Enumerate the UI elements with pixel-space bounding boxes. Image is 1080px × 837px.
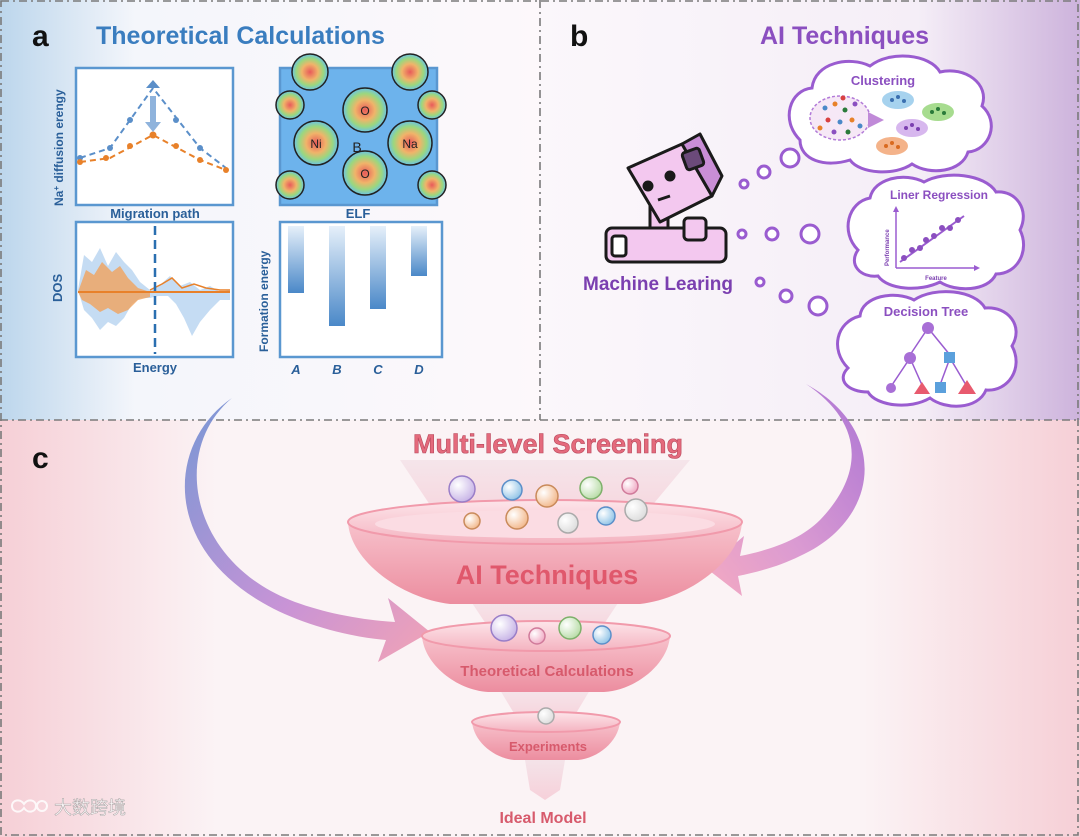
panel-a-letter: a [32, 20, 49, 53]
plot-dos: Energy DOS [50, 220, 235, 375]
machine-learning-label: Machine Learing [583, 274, 733, 295]
atom-b: B [352, 139, 361, 155]
cloud-linear-regression: Liner Regression Performance Feature [846, 173, 1026, 291]
cloud-decision-tree: Decision Tree [836, 290, 1018, 408]
thought-bubbles [736, 147, 829, 317]
atom-o-top: O [360, 104, 369, 118]
category-d: D [414, 362, 424, 377]
axis-feature: Feature [925, 276, 947, 282]
bar-b [329, 226, 345, 326]
atom-o-bottom: O [360, 167, 369, 181]
plot-formation-energy: A B C D Formation energy [257, 220, 444, 377]
funnel-output-beam [525, 760, 565, 800]
bar-a [288, 226, 304, 293]
funnel-lower-beam [500, 690, 590, 715]
atom-ni: Ni [310, 137, 321, 151]
cloud-clustering: Clustering [787, 54, 993, 174]
plot3-ylabel: DOS [50, 274, 65, 303]
decision-tree-label: Decision Tree [884, 304, 969, 319]
ideal-model-label: Ideal Model [499, 810, 586, 827]
plot-elf: Ni O B Na O ELF [275, 53, 447, 221]
robot-icon [604, 132, 728, 264]
bar-d [411, 226, 427, 276]
funnel-label-experiments: Experiments [509, 739, 587, 754]
clustering-label: Clustering [851, 73, 915, 88]
plot2-xlabel: ELF [346, 206, 371, 221]
watermark-text: 大数跨境 [54, 798, 126, 818]
plot1-xlabel: Migration path [110, 206, 200, 221]
plot1-ylabel: Na+ diffusion erengy [52, 89, 67, 206]
right-curved-arrow [706, 384, 865, 596]
candidate-spheres [448, 475, 648, 725]
category-c: C [373, 362, 383, 377]
funnel-label-ai: AI Techniques [456, 560, 639, 590]
bar-c [370, 226, 386, 309]
axis-performance: Performance [885, 229, 891, 266]
plot-diffusion-energy: Migration path Na+ diffusion erengy [52, 66, 235, 221]
funnel-label-theory: Theoretical Calculations [460, 663, 633, 680]
multi-level-screening-title: Multi-level Screening [413, 429, 683, 459]
category-b: B [332, 362, 341, 377]
panel-a-title: Theoretical Calculations [96, 22, 385, 50]
watermark: 大数跨境 [10, 798, 126, 818]
funnel-tier-theory [421, 620, 671, 692]
category-a: A [290, 362, 300, 377]
plot4-ylabel: Formation energy [257, 250, 271, 352]
plot3-xlabel: Energy [133, 360, 178, 375]
panel-b-letter: b [570, 20, 588, 53]
panel-b-title: AI Techniques [760, 22, 929, 50]
left-curved-arrow [184, 398, 430, 662]
regression-label: Liner Regression [890, 188, 988, 202]
atom-na: Na [402, 137, 418, 151]
panel-c-letter: c [32, 442, 49, 475]
